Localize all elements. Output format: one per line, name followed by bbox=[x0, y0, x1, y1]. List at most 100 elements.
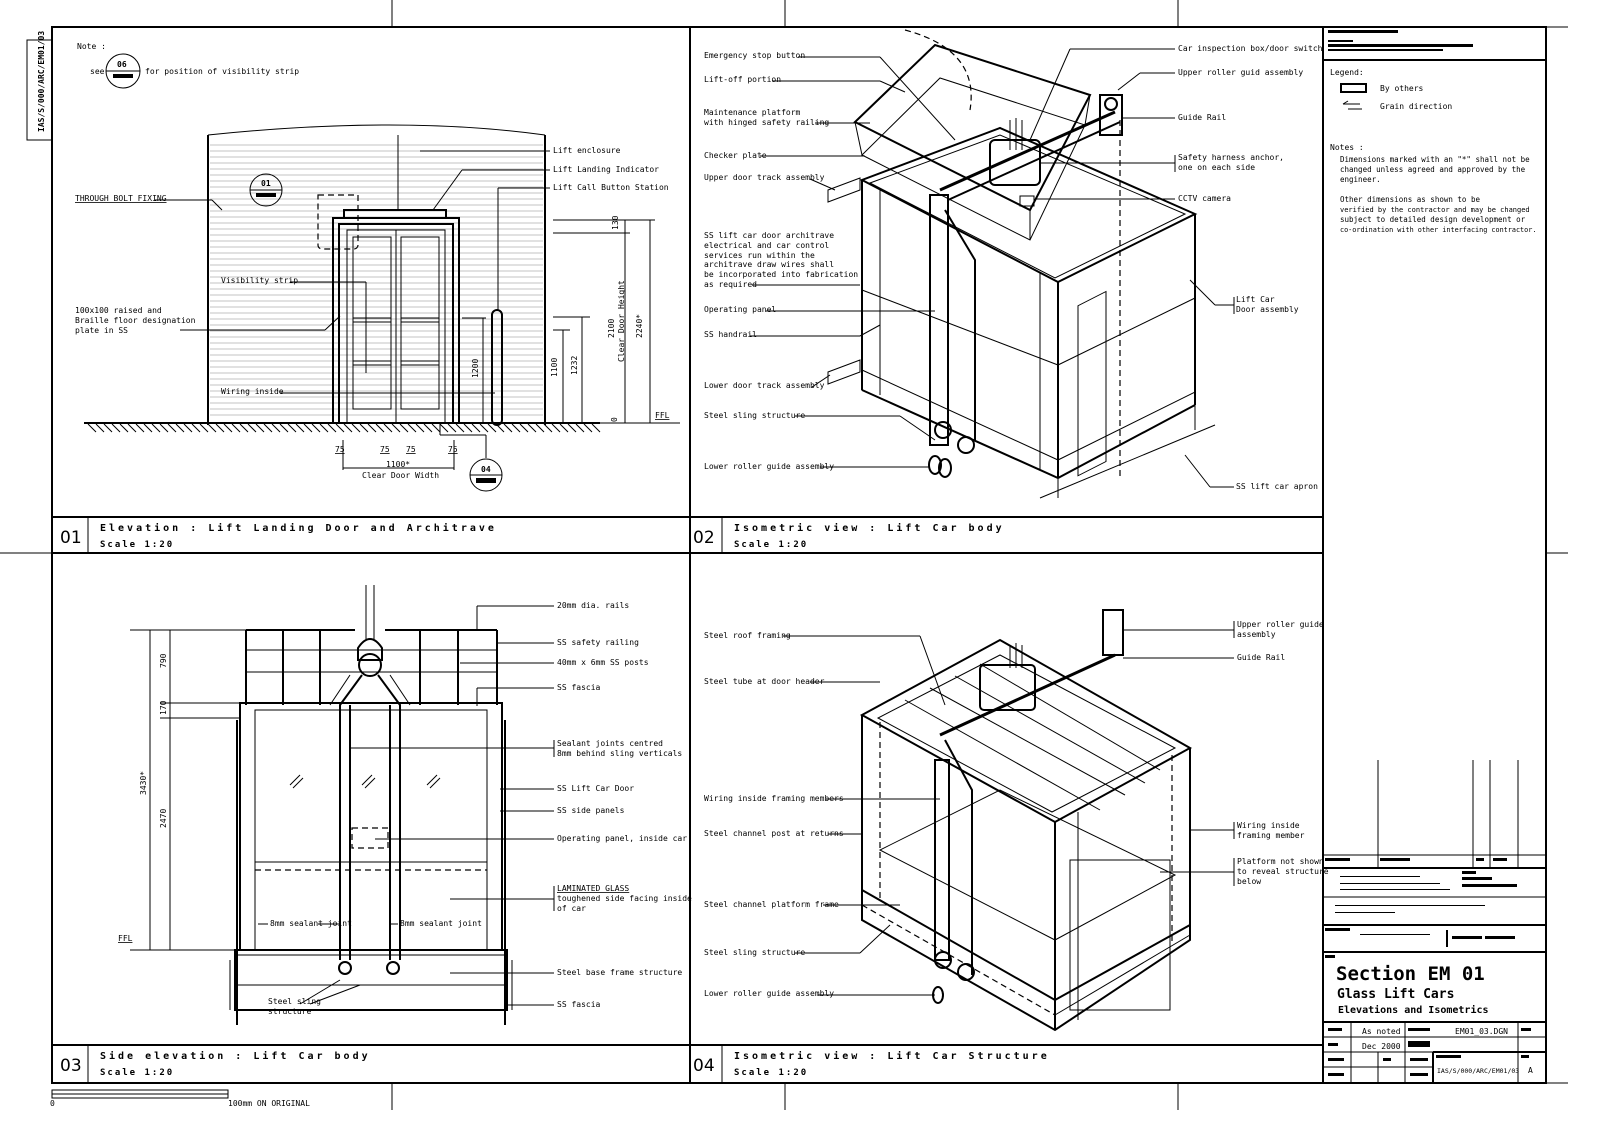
panel-title: Side elevation : Lift Car body bbox=[100, 1050, 371, 1062]
callout-label: Lift Landing Indicator bbox=[553, 165, 659, 174]
note-line: changed unless agreed and approved by th… bbox=[1340, 165, 1526, 174]
panel-03-drawing: 790 170 3430* 2470 FFL bbox=[118, 585, 555, 1025]
callout-label: Steel channel post at returns bbox=[704, 829, 844, 838]
callout-label: Upper roller guide bbox=[1237, 620, 1324, 629]
callout-label: Door assembly bbox=[1236, 305, 1299, 314]
callout-label: SS fascia bbox=[557, 683, 601, 692]
sheet-frame bbox=[0, 0, 1568, 1110]
callout-label: THROUGH BOLT FIXING bbox=[75, 194, 167, 203]
callout-label: toughened side facing inside bbox=[557, 894, 692, 903]
side-drawing-number-strip: IAS/S/000/ARC/EM01/03 bbox=[26, 31, 53, 141]
callout-label: Checker plate bbox=[704, 151, 767, 160]
callout-label: Lower door track assembly bbox=[704, 381, 825, 390]
panel-title-03: 03 Side elevation : Lift Car body Scale … bbox=[60, 1050, 371, 1078]
dim-3430: 3430* bbox=[139, 771, 148, 795]
callout-label: Wiring inside bbox=[221, 387, 284, 396]
callout-label: framing member bbox=[1237, 831, 1305, 840]
note-see: see bbox=[90, 67, 105, 76]
callout-label: SS fascia bbox=[557, 1000, 601, 1009]
drawing-number: IAS/S/000/ARC/EM01/03 bbox=[1437, 1067, 1519, 1075]
callout-label: SS lift car door architrave bbox=[704, 231, 834, 240]
panel-title: Isometric view : Lift Car body bbox=[734, 522, 1005, 534]
callout-label: Lower roller guide assembly bbox=[704, 462, 834, 471]
rectangle-icon bbox=[1340, 83, 1367, 93]
note-line: co-ordination with other interfacing con… bbox=[1340, 226, 1536, 234]
panel-number: 02 bbox=[693, 528, 715, 548]
panel-title: Elevation : Lift Landing Door and Archit… bbox=[100, 522, 497, 534]
revision: A bbox=[1528, 1066, 1533, 1075]
panel-number: 01 bbox=[60, 528, 82, 548]
callout-label: Steel channel platform frame bbox=[704, 900, 839, 909]
dim-2470: 2470 bbox=[159, 809, 168, 828]
callout-label: Steel base frame structure bbox=[557, 968, 682, 977]
detail-reference-01-icon: 01 bbox=[249, 173, 283, 207]
title-block-small-marks bbox=[1325, 858, 1531, 1076]
dim-1200: 1200 bbox=[471, 359, 480, 378]
callout-label: CCTV camera bbox=[1178, 194, 1231, 203]
callout-label: Car inspection box/door switch bbox=[1178, 44, 1323, 53]
svg-text:01: 01 bbox=[261, 179, 271, 188]
callout-label: services run within the bbox=[704, 251, 815, 260]
ffl-label: FFL bbox=[118, 934, 133, 943]
note-heading: Note : bbox=[77, 42, 106, 51]
callout-label: Guide Rail bbox=[1178, 113, 1226, 122]
panel-number: 04 bbox=[693, 1056, 715, 1076]
dim-clear-door-height: Clear Door Height bbox=[617, 280, 626, 362]
callout-label: 8mm sealant joint bbox=[400, 919, 482, 928]
panel-title-04: 04 Isometric view : Lift Car Structure S… bbox=[693, 1050, 1050, 1078]
callout-label: Platform not shown bbox=[1237, 857, 1324, 866]
callout-label: Steel sling structure bbox=[704, 948, 805, 957]
callout-label: assembly bbox=[1237, 630, 1276, 639]
callout-label: Upper roller guid assembly bbox=[1178, 68, 1303, 77]
svg-text:06: 06 bbox=[117, 60, 127, 69]
panel-scale: Scale 1:20 bbox=[734, 540, 808, 550]
dim-1100: 1100 bbox=[550, 358, 559, 377]
detail-reference-04-icon: 04 bbox=[439, 423, 503, 492]
scale-bar-zero: 0 bbox=[50, 1099, 55, 1108]
dim-2240: 2240* bbox=[635, 314, 644, 338]
title-block-header-marks bbox=[1328, 30, 1473, 51]
callout-label: Sealant joints centred bbox=[557, 739, 663, 748]
panel-scale: Scale 1:20 bbox=[734, 1068, 808, 1078]
panel-title-02: 02 Isometric view : Lift Car body Scale … bbox=[693, 522, 1005, 550]
file-name: EM01_03.DGN bbox=[1455, 1027, 1508, 1036]
drawing-subtitle: Glass Lift Cars bbox=[1337, 987, 1454, 1002]
callout-label: 100x100 raised and bbox=[75, 306, 162, 315]
callout-label: SS handrail bbox=[704, 330, 757, 339]
callout-label: one on each side bbox=[1178, 163, 1255, 172]
legend-label: By others bbox=[1380, 84, 1424, 93]
dim-790: 790 bbox=[159, 653, 168, 668]
svg-text:04: 04 bbox=[481, 465, 491, 474]
note-line: engineer. bbox=[1340, 175, 1381, 184]
callout-label: SS lift car apron bbox=[1236, 482, 1318, 491]
callout-label: LAMINATED GLASS bbox=[557, 884, 629, 893]
ffl-label: FFL bbox=[655, 411, 670, 420]
legend-label: Grain direction bbox=[1380, 102, 1452, 111]
panel-title-01: 01 Elevation : Lift Landing Door and Arc… bbox=[60, 522, 497, 550]
callout-label: Operating panel bbox=[704, 305, 776, 314]
callout-label: Braille floor designation bbox=[75, 316, 196, 325]
callout-label: Steel sling bbox=[268, 997, 321, 1006]
callout-label: Lift Call Button Station bbox=[553, 183, 669, 192]
dim-2100: 2100 bbox=[607, 319, 616, 338]
dim-1100: 1100* bbox=[386, 460, 410, 469]
legend-heading: Legend: bbox=[1330, 68, 1364, 77]
notes-heading: Notes : bbox=[1330, 143, 1364, 152]
dim-75: 75 bbox=[335, 445, 345, 454]
dim-1232: 1232 bbox=[570, 356, 579, 375]
callout-label: Emergency stop button bbox=[704, 51, 805, 60]
callout-label: SS side panels bbox=[557, 806, 625, 815]
panel-title: Isometric view : Lift Car Structure bbox=[734, 1050, 1050, 1062]
callout-label: 40mm x 6mm SS posts bbox=[557, 658, 649, 667]
callout-label: of car bbox=[557, 904, 586, 913]
dim-0: 0 bbox=[610, 417, 619, 422]
panel-04-drawing bbox=[783, 609, 1235, 1032]
callout-label: Lift-off portion bbox=[704, 75, 781, 84]
grain-arrow-icon bbox=[1342, 100, 1362, 110]
callout-label: Wiring inside framing members bbox=[704, 794, 844, 803]
note-line: Other dimensions as shown to be bbox=[1340, 195, 1480, 204]
panel-number: 03 bbox=[60, 1056, 82, 1076]
section-title: Section EM 01 bbox=[1336, 963, 1485, 985]
scale-bar: 0 100mm ON ORIGINAL bbox=[50, 1089, 310, 1108]
